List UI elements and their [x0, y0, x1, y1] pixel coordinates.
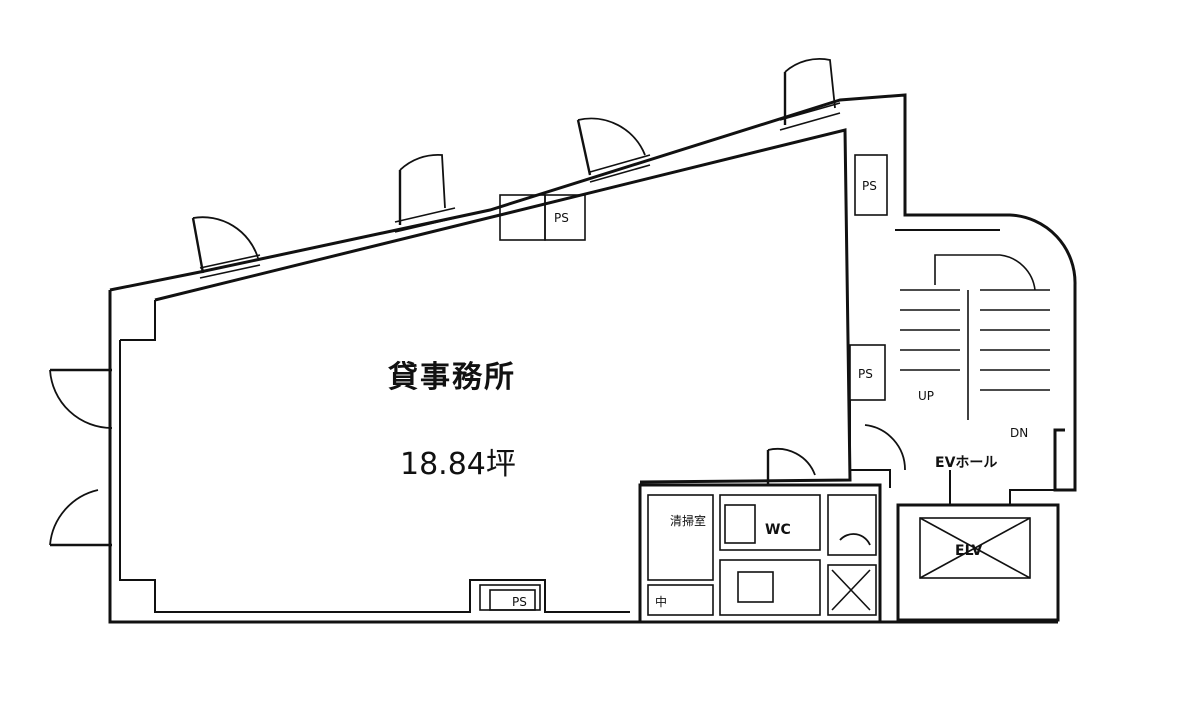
wc-label: WC — [765, 522, 791, 538]
ev-label: ELV — [955, 543, 983, 559]
stair-down-label: DN — [1010, 426, 1028, 440]
kitchen-label: 中 — [655, 594, 667, 609]
ps-label-top: PS — [554, 211, 569, 225]
stair-core: UP DN EVホール — [849, 195, 1077, 506]
ps-label-right-top: PS — [862, 179, 877, 193]
ps-shafts: PS PS PS PS — [479, 154, 888, 611]
ev-hall-label: EVホール — [935, 455, 997, 471]
cleaning-room-label: 清掃室 — [670, 513, 706, 528]
elevator: ELV — [896, 503, 1060, 622]
office-outer-walls — [108, 93, 907, 624]
office-label: 貸事務所 — [388, 360, 516, 395]
stair-up-label: UP — [918, 389, 934, 403]
left-doors — [49, 368, 113, 547]
top-doors — [191, 58, 836, 274]
service-core: 清掃室 中 WC — [638, 447, 882, 624]
ps-label-right-mid: PS — [858, 367, 873, 381]
window-marks — [199, 102, 841, 279]
office-area: 18.84坪 — [400, 447, 516, 482]
ps-label-bottom: PS — [512, 595, 527, 609]
